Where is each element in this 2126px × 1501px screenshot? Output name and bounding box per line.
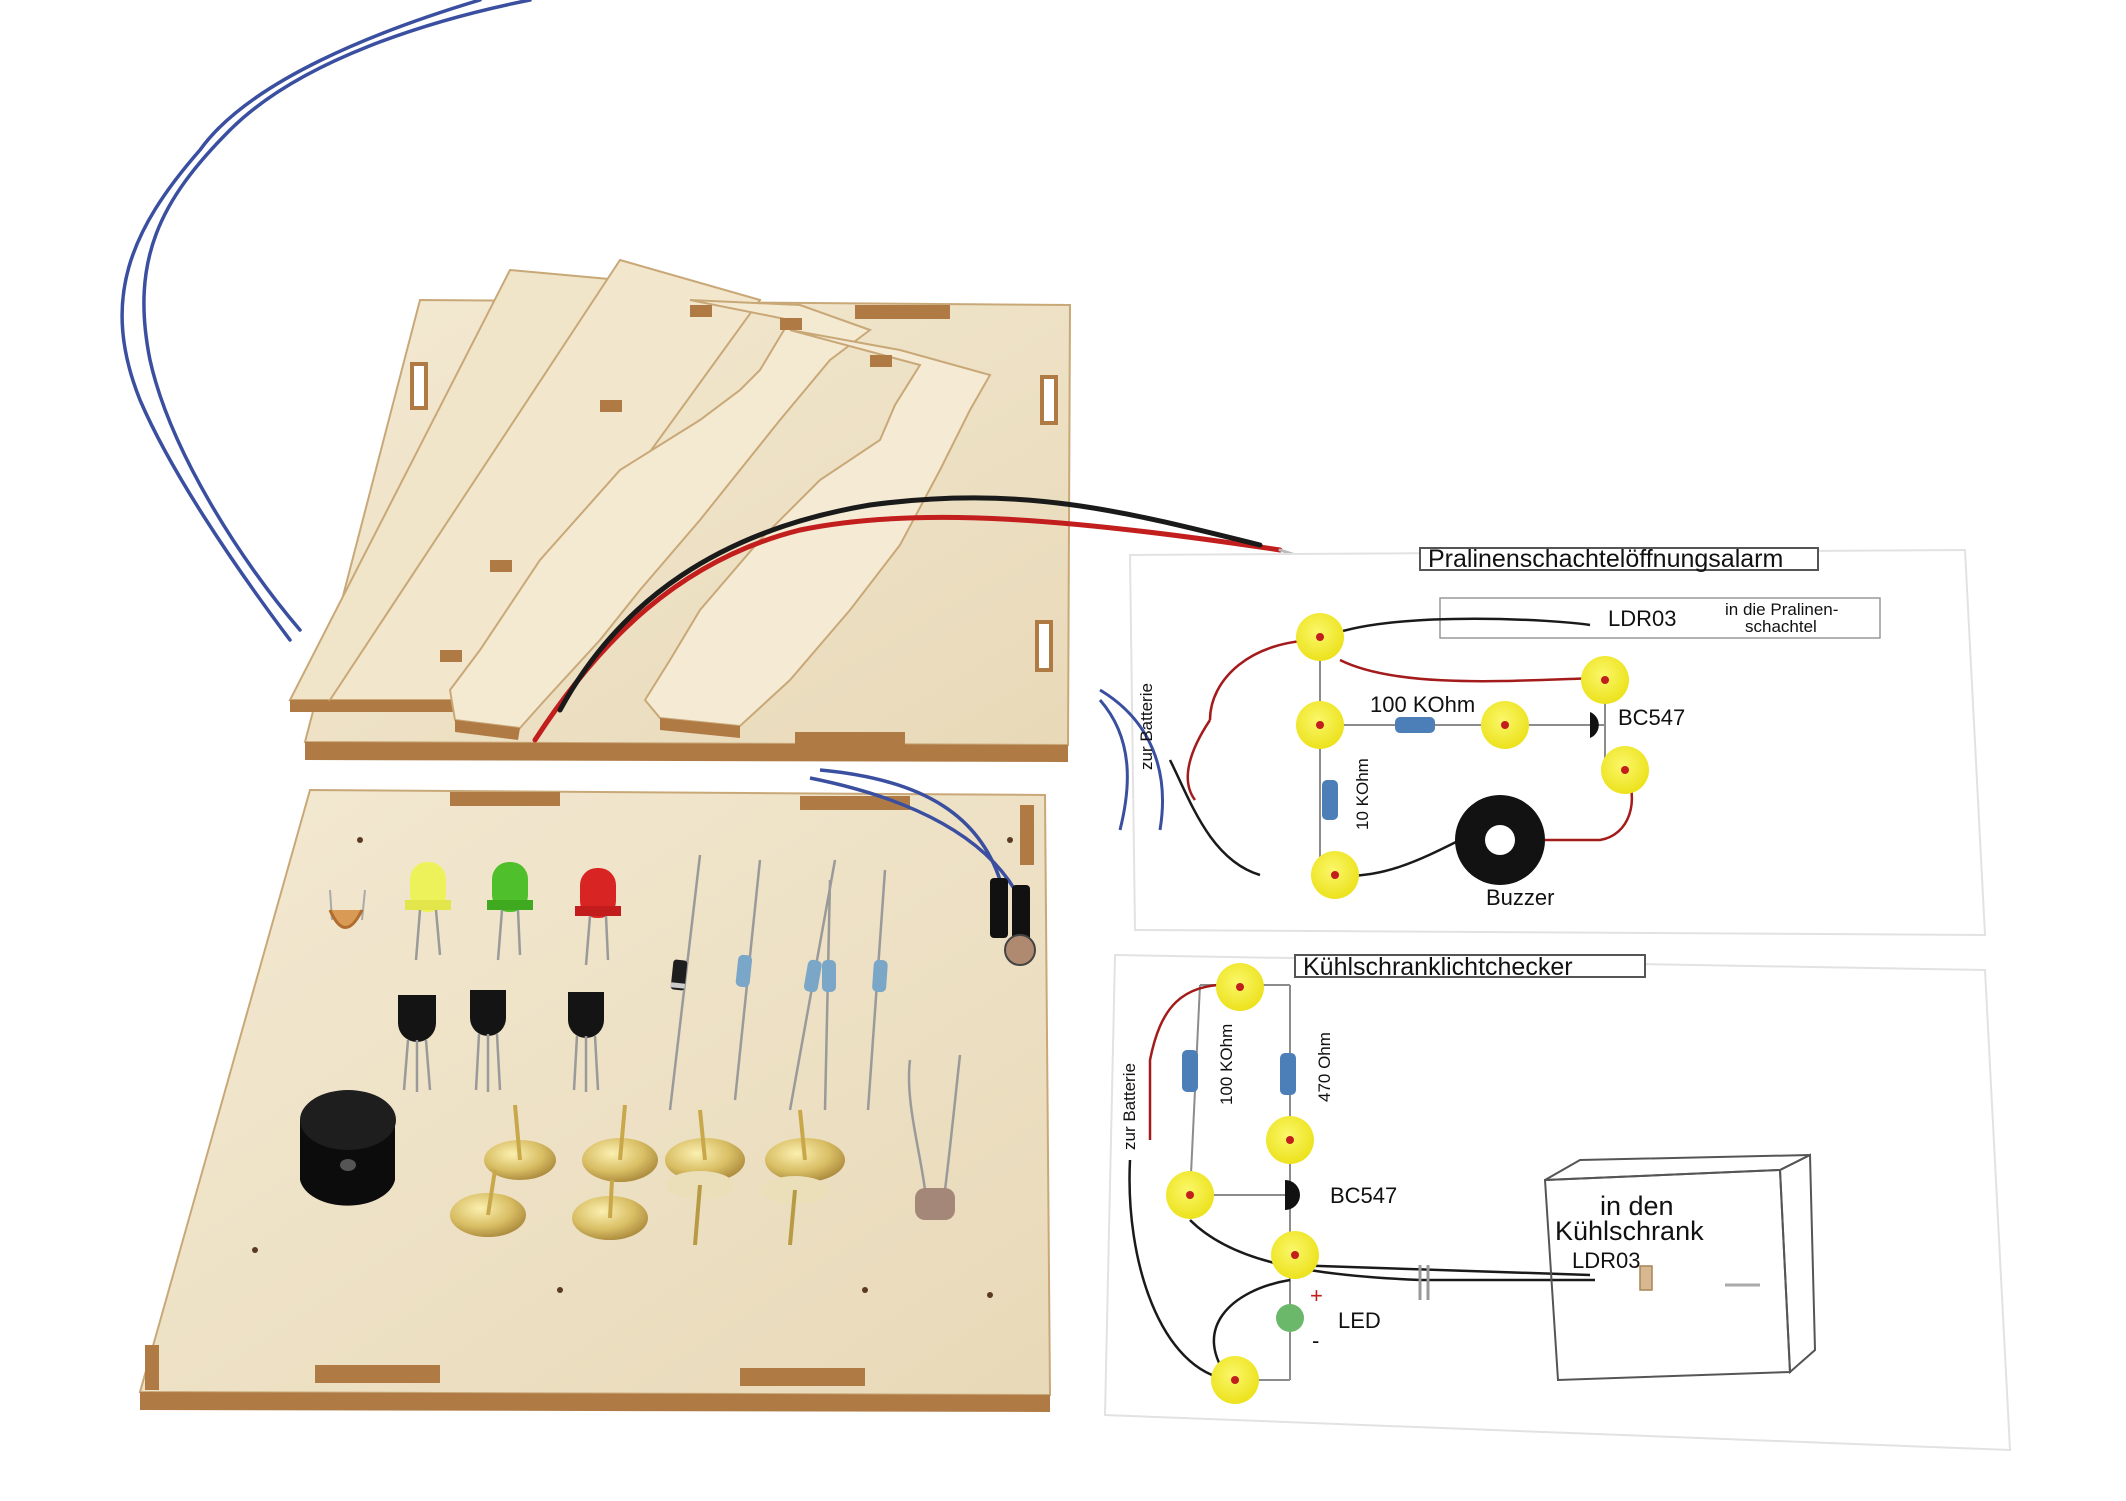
sheet2-minus-label: - [1312, 1328, 1319, 1353]
sheet1-buzzer-label: Buzzer [1486, 885, 1554, 910]
sheet2-plus-label: + [1310, 1283, 1323, 1308]
diode [668, 854, 702, 1111]
sheet2-transistor-label: BC547 [1330, 1183, 1397, 1208]
ldr-loose [907, 1054, 962, 1220]
sheet1-transistor-label: BC547 [1618, 705, 1685, 730]
buzzer [300, 1090, 396, 1206]
sheet2-fridge-label-2: Kühlschrank [1555, 1216, 1704, 1246]
schematic-sheet-1: Pralinenschachtelöffnungsalarm LDR03 in … [1098, 545, 1987, 937]
ldr-in-sleeve [990, 878, 1036, 966]
sheet2-fridge-label-1: in den [1600, 1191, 1674, 1221]
sheet1-ldr-label: LDR03 [1608, 606, 1676, 631]
sheet1-battery-label: zur Batterie [1137, 683, 1156, 770]
blue-wire-to-ldr [809, 768, 1017, 891]
led-red [575, 868, 621, 966]
capacitor [328, 889, 366, 929]
schematic-sheet-2: Kühlschranklichtchecker [1103, 953, 2012, 1452]
transistor [398, 990, 604, 1042]
sheet2-battery-label: zur Batterie [1120, 1063, 1139, 1150]
sheet1-battery-wire-blue [1099, 688, 1164, 831]
sheet1-box-note-2: schachtel [1745, 617, 1817, 636]
sheet2-title: Kühlschranklichtchecker [1303, 953, 1573, 981]
led-yellow [405, 862, 451, 961]
sheet2-led-label: LED [1338, 1308, 1381, 1333]
resistors [733, 859, 888, 1111]
blue-wire-loose [120, 0, 532, 642]
led-green [487, 862, 533, 961]
brass-pins [450, 1104, 845, 1246]
transistor-legs [402, 1033, 600, 1092]
sheet1-r2-label: 10 KOhm [1353, 758, 1372, 830]
wood-panel-stack [288, 258, 1072, 762]
sheet1-title: Pralinenschachtelöffnungsalarm [1428, 545, 1783, 573]
sheet2-r1-label: 100 KOhm [1217, 1024, 1236, 1105]
sheet2-ldr-label: LDR03 [1572, 1248, 1640, 1273]
component-board [138, 788, 1052, 1412]
sheet2-r2-label: 470 Ohm [1315, 1032, 1334, 1102]
sheet1-box-note-1: in die Pralinen- [1725, 600, 1838, 619]
sheet1-r1-label: 100 KOhm [1370, 692, 1475, 717]
